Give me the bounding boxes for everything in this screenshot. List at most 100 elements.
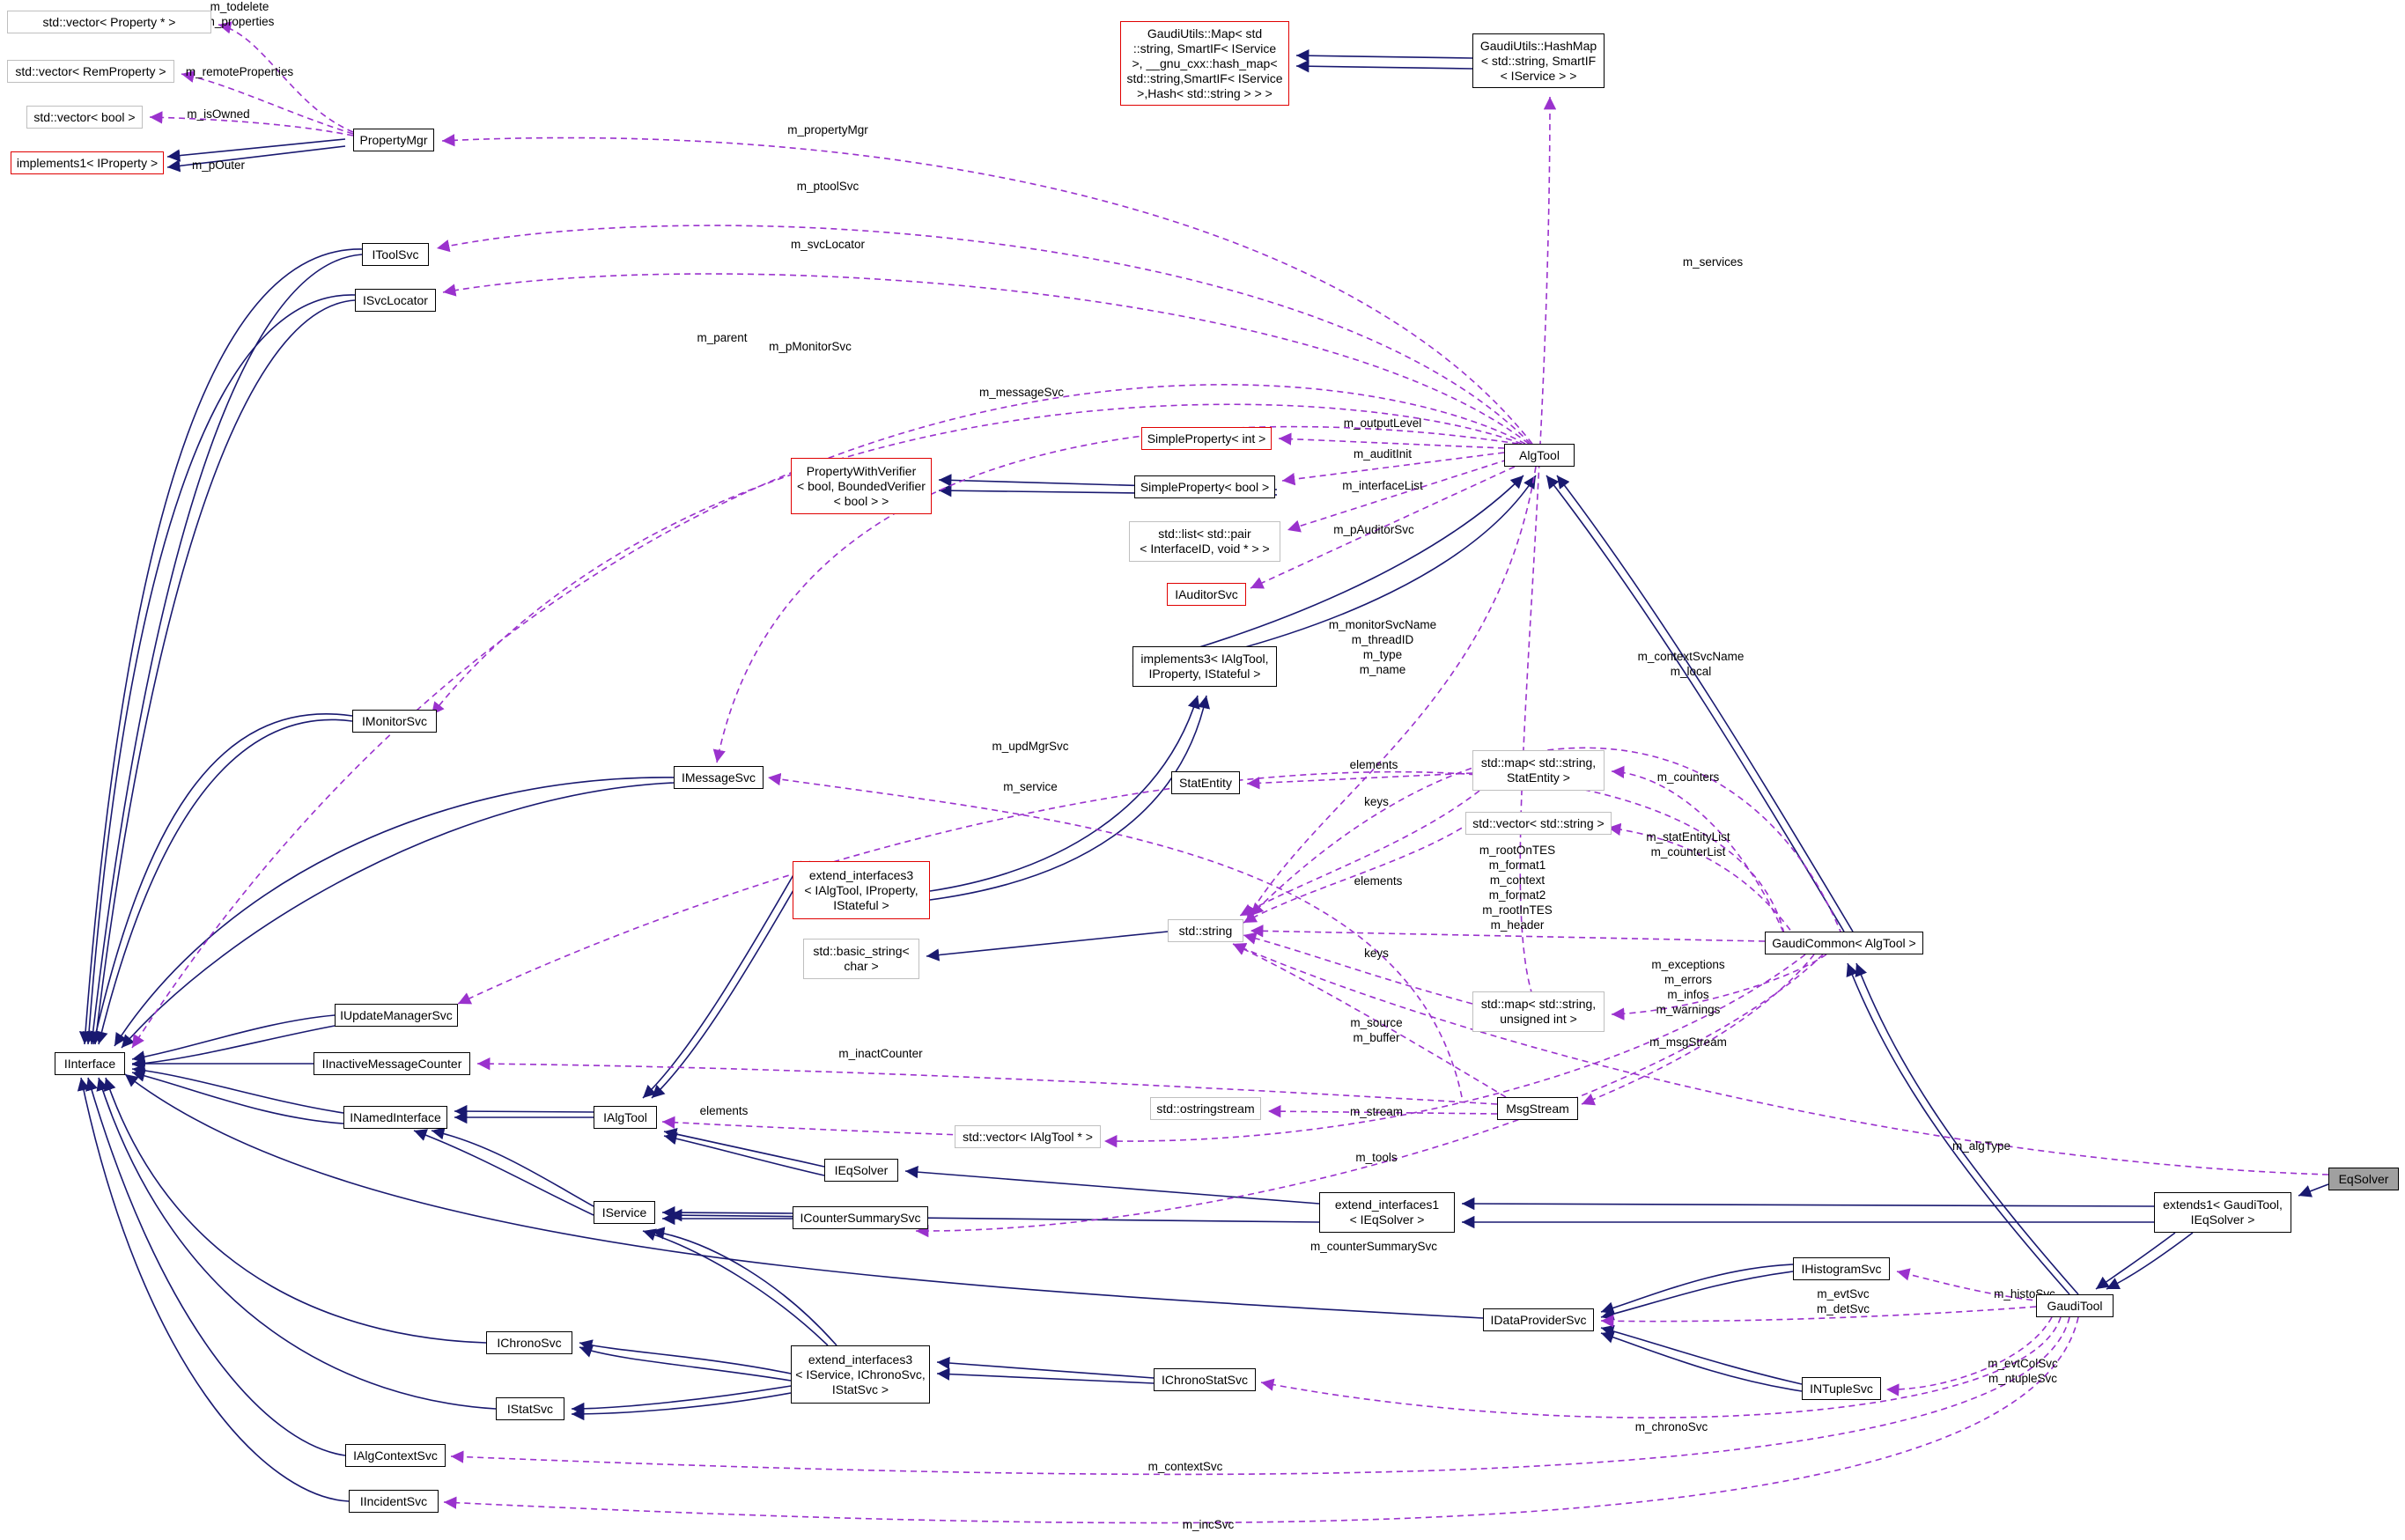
node-simpleproperty-int[interactable]: SimpleProperty< int > xyxy=(1141,427,1272,450)
node-statentity[interactable]: StatEntity xyxy=(1171,771,1240,794)
inheritance-edge xyxy=(1556,475,1854,932)
node-vector-property[interactable]: std::vector< Property * > xyxy=(7,11,211,33)
usage-edge xyxy=(218,21,354,133)
node-ialgtool[interactable]: IAlgTool xyxy=(594,1106,657,1129)
usage-edge xyxy=(1243,822,1472,924)
inheritance-edge xyxy=(2095,1232,2176,1290)
edge-label: elements xyxy=(700,1104,749,1117)
node-iincidentsvc[interactable]: IIncidentSvc xyxy=(349,1490,439,1513)
usage-edge xyxy=(450,1316,2070,1476)
node-istatsvc[interactable]: IStatSvc xyxy=(496,1397,564,1420)
inheritance-edge xyxy=(413,1129,594,1216)
inheritance-edge xyxy=(90,299,356,1045)
usage-edge xyxy=(476,1057,1498,1105)
edge-label: m_counters xyxy=(1657,770,1720,784)
edge-label: m_parent xyxy=(697,331,747,344)
node-msgstream[interactable]: MsgStream xyxy=(1497,1097,1578,1120)
usage-edge xyxy=(1519,96,1557,996)
node-propertymgr[interactable]: PropertyMgr xyxy=(353,129,434,151)
inheritance-edge xyxy=(642,1228,829,1346)
inheritance-edge xyxy=(82,294,356,1045)
inheritance-edge xyxy=(95,718,353,1045)
edge-label: m_contextSvc xyxy=(1148,1460,1223,1473)
node-gaudiutils-map[interactable]: GaudiUtils::Map< std ::string, SmartIF< … xyxy=(1120,21,1289,106)
usage-edge xyxy=(1250,747,1850,955)
node-iinterface[interactable]: IInterface xyxy=(55,1052,125,1075)
inheritance-edge xyxy=(579,1345,792,1382)
inheritance-edge xyxy=(1461,1197,2155,1211)
inheritance-edge xyxy=(651,1227,837,1346)
node-intuplesvc[interactable]: INTupleSvc xyxy=(1802,1377,1881,1400)
node-iservice[interactable]: IService xyxy=(594,1201,655,1224)
node-extends1-gauditool[interactable]: extends1< GaudiTool, IEqSolver > xyxy=(2154,1192,2291,1233)
usage-edge xyxy=(1260,1316,2062,1418)
node-algtool[interactable]: AlgTool xyxy=(1504,444,1575,467)
inheritance-edge xyxy=(1132,475,1524,667)
inheritance-edge xyxy=(571,1385,792,1416)
node-imessagesvc[interactable]: IMessageSvc xyxy=(674,766,764,789)
node-ialgcontextsvc[interactable]: IAlgContextSvc xyxy=(345,1444,446,1467)
inheritance-edge xyxy=(131,1025,336,1070)
node-itoolsvc[interactable]: IToolSvc xyxy=(362,243,429,266)
usage-edge xyxy=(1103,954,1806,1148)
edge-label: m_services xyxy=(1683,255,1744,269)
node-ieqsolver[interactable]: IEqSolver xyxy=(824,1159,898,1182)
node-implements3[interactable]: implements3< IAlgTool, IProperty, IState… xyxy=(1132,646,1277,687)
node-iinactivemessagecounter[interactable]: IInactiveMessageCounter xyxy=(314,1052,470,1075)
inheritance-edge xyxy=(90,713,353,1045)
node-simpleproperty-bool[interactable]: SimpleProperty< bool > xyxy=(1134,475,1275,498)
node-vector-remproperty[interactable]: std::vector< RemProperty > xyxy=(7,60,174,83)
node-gaudicommon-algtool[interactable]: GaudiCommon< AlgTool > xyxy=(1765,932,1923,954)
usage-edge xyxy=(1250,925,1766,942)
node-ihistogramsvc[interactable]: IHistogramSvc xyxy=(1793,1257,1890,1280)
usage-edge xyxy=(767,772,1463,1098)
node-extend-interfaces1[interactable]: extend_interfaces1 < IEqSolver > xyxy=(1319,1192,1455,1233)
node-iauditorsvc[interactable]: IAuditorSvc xyxy=(1167,583,1246,606)
node-iupdatemanagersvc[interactable]: IUpdateManagerSvc xyxy=(335,1004,458,1027)
node-ichronostatsvc[interactable]: IChronoStatSvc xyxy=(1154,1368,1256,1391)
node-extend-interfaces3-algtool[interactable]: extend_interfaces3 < IAlgTool, IProperty… xyxy=(793,861,930,919)
inheritance-edge xyxy=(103,1077,487,1344)
node-implements1-iproperty[interactable]: implements1< IProperty > xyxy=(11,151,164,174)
edge-label: m_pOuter xyxy=(192,158,246,172)
node-icountersummarysvc[interactable]: ICounterSummarySvc xyxy=(793,1206,928,1229)
edge-label: m_algType xyxy=(1952,1139,2010,1153)
inheritance-edge xyxy=(1600,1324,1803,1385)
inheritance-edge xyxy=(1846,962,2070,1295)
node-extend-interfaces3-iservice[interactable]: extend_interfaces3 < IService, IChronoSv… xyxy=(791,1345,930,1404)
inheritance-edge xyxy=(131,1069,344,1124)
node-std-vector-string[interactable]: std::vector< std::string > xyxy=(1465,812,1612,835)
node-propertywithverifier[interactable]: PropertyWithVerifier < bool, BoundedVeri… xyxy=(791,458,932,514)
node-imonitorsvc[interactable]: IMonitorSvc xyxy=(352,710,437,733)
edge-label: m_msgStream xyxy=(1649,1035,1727,1049)
node-std-string[interactable]: std::string xyxy=(1168,919,1243,942)
inheritance-edge xyxy=(1600,1264,1794,1315)
node-std-map-uint[interactable]: std::map< std::string, unsigned int > xyxy=(1472,991,1605,1032)
node-std-basic-string[interactable]: std::basic_string< char > xyxy=(803,939,919,979)
node-std-vector-ialgtool[interactable]: std::vector< IAlgTool * > xyxy=(955,1125,1101,1148)
node-eqsolver[interactable]: EqSolver xyxy=(2328,1168,2399,1190)
usage-edge xyxy=(1600,1306,2037,1328)
inheritance-edge xyxy=(642,860,802,1099)
node-inamedinterface[interactable]: INamedInterface xyxy=(343,1106,447,1129)
inheritance-edge xyxy=(579,1339,792,1374)
inheritance-edge xyxy=(85,1077,346,1456)
node-std-ostringstream[interactable]: std::ostringstream xyxy=(1150,1097,1261,1120)
node-idataprovidersvc[interactable]: IDataProviderSvc xyxy=(1483,1308,1594,1331)
node-ichronosvc[interactable]: IChronoSvc xyxy=(486,1331,572,1354)
inheritance-edge xyxy=(454,1104,594,1118)
node-std-list-pair[interactable]: std::list< std::pair < InterfaceID, void… xyxy=(1129,521,1280,562)
node-gauditool[interactable]: GaudiTool xyxy=(2036,1294,2114,1317)
node-std-map-statentity[interactable]: std::map< std::string, StatEntity > xyxy=(1472,750,1605,791)
node-isvclocator[interactable]: ISvcLocator xyxy=(355,289,436,312)
node-vector-bool[interactable]: std::vector< bool > xyxy=(26,106,143,129)
inheritance-edge xyxy=(431,1127,594,1207)
inheritance-edge xyxy=(77,1077,350,1502)
inheritance-edge xyxy=(1295,49,1473,63)
node-gaudiutils-hashmap[interactable]: GaudiUtils::HashMap < std::string, Smart… xyxy=(1472,33,1605,88)
usage-edge xyxy=(1607,822,1797,939)
usage-edge xyxy=(1611,954,1827,1021)
